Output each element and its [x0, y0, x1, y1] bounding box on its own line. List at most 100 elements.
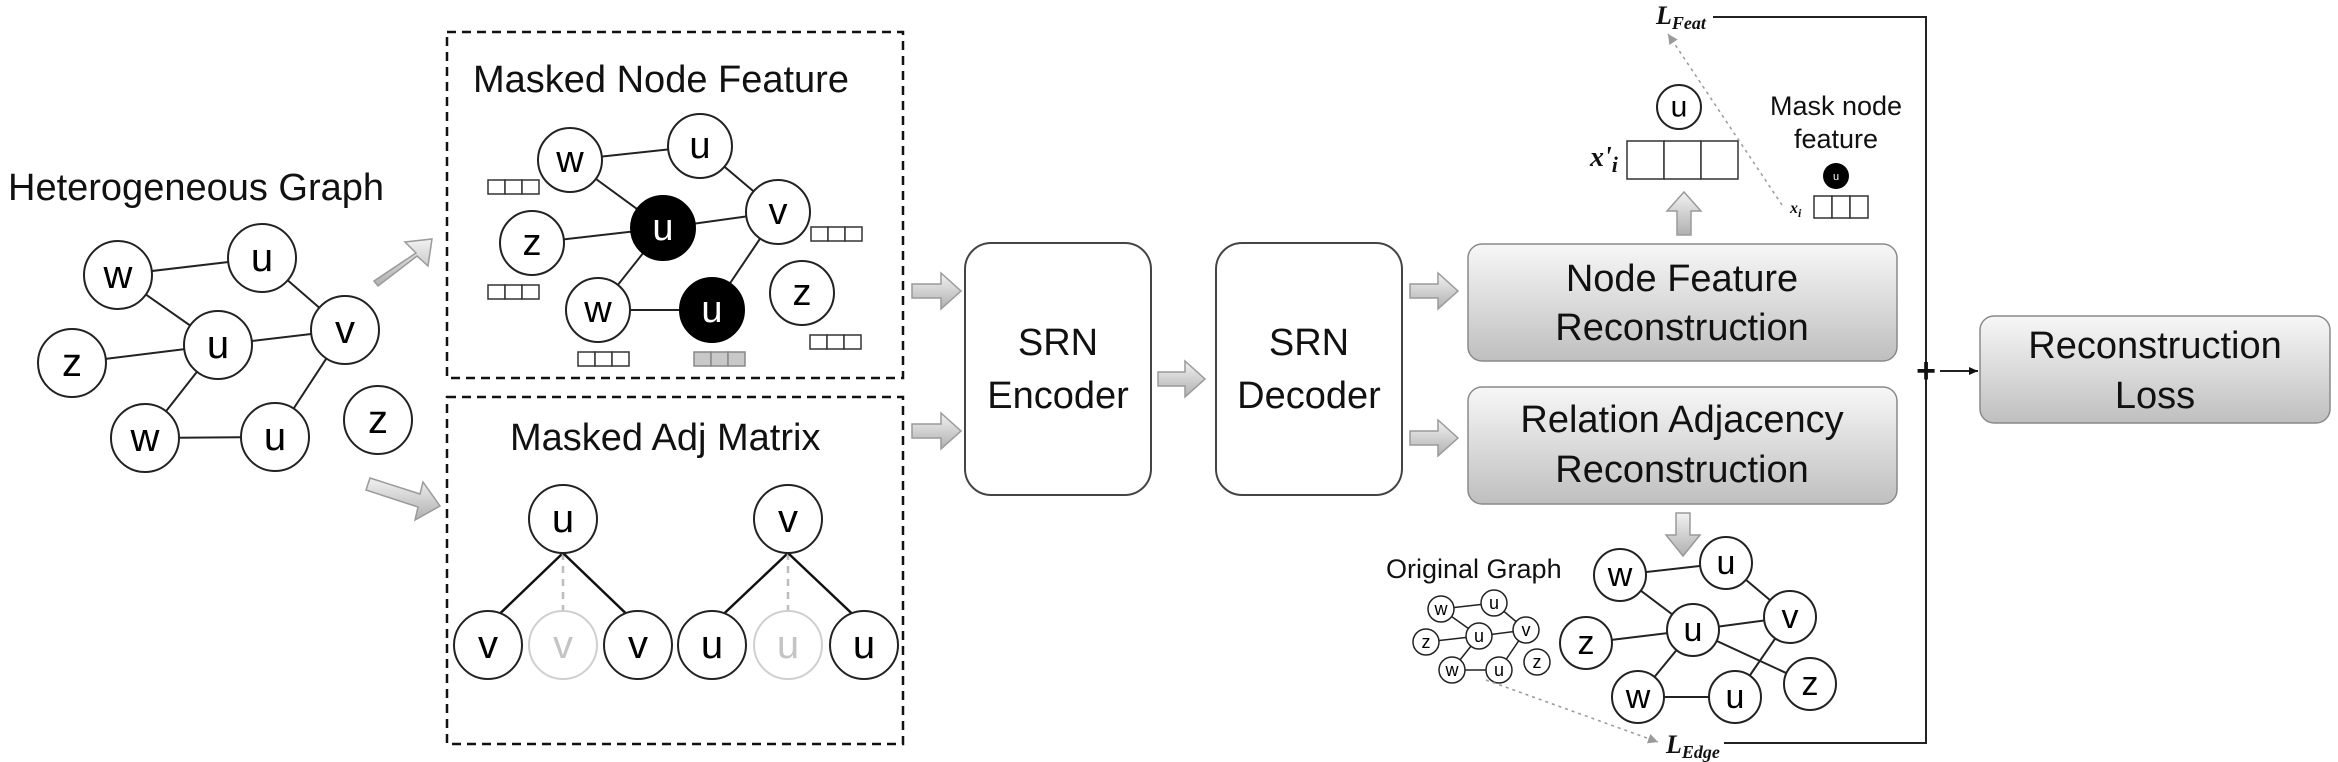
reconstruction-loss-box: Reconstruction Loss — [1979, 315, 2331, 424]
svg-text:w: w — [1607, 556, 1633, 594]
svg-text:u: u — [207, 323, 229, 367]
adj-right-root: v — [753, 484, 823, 554]
mnf-node-w: w — [537, 127, 603, 193]
arrow-decoder-to-relation — [1409, 418, 1460, 458]
mnf-node-z2: z — [769, 260, 835, 326]
mnf-node-u-masked2: u — [679, 277, 745, 343]
rg-node-u: u — [1699, 536, 1753, 590]
svg-text:v: v — [335, 308, 355, 352]
svg-text:u: u — [552, 497, 574, 541]
original-graph-title: Original Graph — [1386, 554, 1562, 584]
rg-node-w2: w — [1611, 670, 1665, 724]
svg-text:w: w — [103, 253, 133, 297]
svg-text:z: z — [523, 222, 542, 264]
arrow-graph-to-masked-adj — [365, 477, 442, 522]
rg-node-v: v — [1763, 590, 1817, 644]
svg-text:w: w — [1434, 599, 1449, 619]
arrow-adj-to-encoder — [911, 411, 963, 451]
og-node-u2: u — [1465, 622, 1493, 650]
feature-vector-w2 — [577, 351, 630, 367]
svg-text:w: w — [1445, 660, 1460, 680]
mnf-node-u: u — [667, 113, 733, 179]
heterogeneous-graph: Heterogeneous Graph w u z u v w u z — [8, 167, 413, 473]
svg-text:u: u — [1474, 626, 1484, 646]
svg-text:u: u — [777, 623, 799, 667]
hg-node-w1: w — [83, 240, 153, 310]
rg-node-u2: u — [1666, 603, 1720, 657]
adj-right-child-masked: u — [753, 610, 823, 680]
feature-vector-w — [487, 179, 540, 195]
srn-encoder-line2: Encoder — [987, 375, 1129, 417]
svg-text:w: w — [555, 139, 584, 181]
mnf-node-z: z — [499, 210, 565, 276]
og-node-v: v — [1512, 616, 1540, 644]
mask-node-feature-vector — [1813, 195, 1869, 219]
svg-text:u: u — [689, 125, 710, 167]
node-feature-reconstruction-line1: Node Feature — [1566, 258, 1798, 300]
og-node-u3: u — [1485, 656, 1513, 684]
mnf-node-u-masked: u — [630, 195, 696, 261]
feature-output-label: x'i — [1589, 142, 1619, 177]
feature-output: u x'i — [1589, 84, 1739, 180]
reconstruction-loss-line2: Loss — [2115, 375, 2195, 417]
hg-node-w2: w — [110, 403, 180, 473]
plus-sign: + — [1916, 352, 1936, 390]
og-node-z: z — [1412, 628, 1440, 656]
svg-text:u: u — [1494, 660, 1504, 680]
svg-text:z: z — [1422, 632, 1431, 652]
svg-text:v: v — [778, 497, 798, 541]
svg-text:v: v — [1782, 598, 1799, 636]
svg-text:v: v — [769, 191, 788, 233]
hg-node-u3: u — [240, 402, 310, 472]
adj-left-child-masked: v — [528, 610, 598, 680]
masked-node-feature-panel: Masked Node Feature w u z u v w u z — [445, 30, 905, 380]
arrow-encoder-to-decoder — [1157, 359, 1207, 399]
svg-text:v: v — [478, 623, 498, 667]
mask-node-feature-line2: feature — [1794, 124, 1878, 154]
svg-text:u: u — [1671, 91, 1688, 124]
svg-text:u: u — [1717, 544, 1736, 582]
svg-text:w: w — [130, 416, 160, 460]
adj-left-child-1: v — [453, 610, 523, 680]
masked-adj-matrix-panel: Masked Adj Matrix u v v v v u u u — [445, 395, 905, 746]
reconstructed-graph: w u z u v w u z — [1559, 536, 1837, 724]
mnf-node-w2: w — [565, 277, 631, 343]
adj-right-child-1: u — [677, 610, 747, 680]
rg-node-w: w — [1593, 548, 1647, 602]
arrow-node-feature-up — [1665, 190, 1703, 236]
svg-text:v: v — [1522, 620, 1531, 640]
svg-text:z: z — [368, 398, 388, 442]
svg-text:z: z — [793, 272, 812, 314]
feature-output-node: u — [1656, 84, 1702, 130]
srn-decoder-box: SRN Decoder — [1215, 242, 1403, 496]
svg-text:z: z — [1802, 665, 1819, 703]
loss-edge-label: LEdge — [1665, 730, 1720, 762]
feature-vector-z — [487, 284, 540, 300]
adj-left-root: u — [528, 484, 598, 554]
hg-node-u1: u — [227, 223, 297, 293]
svg-text:w: w — [583, 289, 612, 331]
dotted-line-to-ledge — [1485, 679, 1659, 744]
adj-left-child-3: v — [603, 610, 673, 680]
srn-decoder-line2: Decoder — [1237, 375, 1381, 417]
srn-encoder-box: SRN Encoder — [964, 242, 1152, 496]
svg-text:v: v — [628, 623, 648, 667]
mask-node-feature-line1: Mask node — [1770, 91, 1902, 121]
og-node-u: u — [1480, 589, 1508, 617]
svg-text:u: u — [701, 623, 723, 667]
rg-node-u3: u — [1708, 670, 1762, 724]
node-feature-reconstruction-box: Node Feature Reconstruction — [1467, 243, 1898, 362]
arrow-decoder-to-node-feature — [1409, 271, 1460, 311]
hg-node-z2: z — [343, 385, 413, 455]
relation-adjacency-reconstruction-line2: Reconstruction — [1555, 449, 1808, 491]
feature-output-vector — [1626, 140, 1739, 180]
og-node-z2: z — [1523, 648, 1551, 676]
masked-node-feature-title: Masked Node Feature — [473, 59, 849, 101]
svg-text:u: u — [853, 623, 875, 667]
svg-text:z: z — [1533, 652, 1542, 672]
svg-text:z: z — [1578, 624, 1595, 662]
rg-node-z: z — [1559, 616, 1613, 670]
hg-node-v1: v — [310, 295, 380, 365]
mnf-node-v: v — [745, 179, 811, 245]
